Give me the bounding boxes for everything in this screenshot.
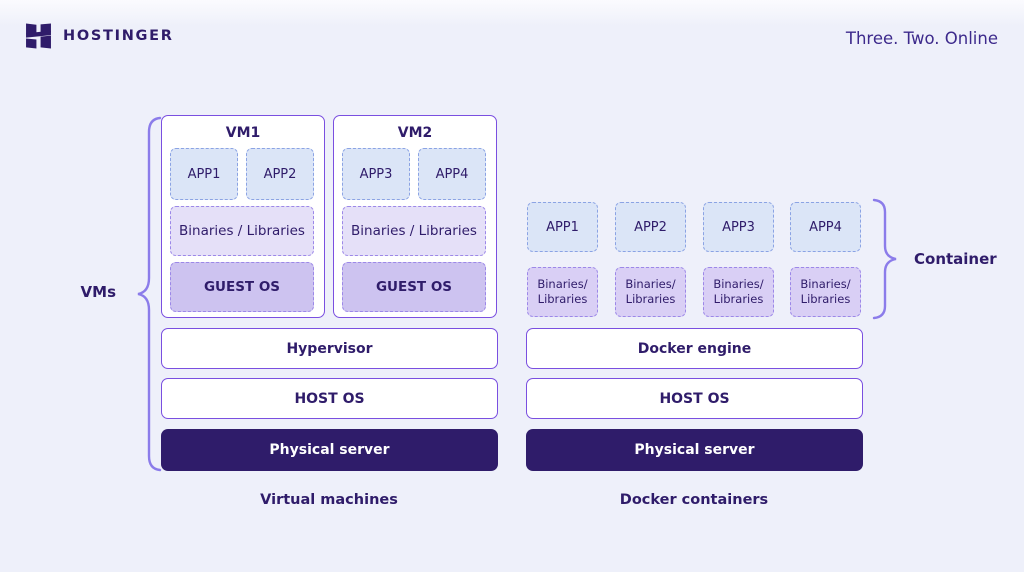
docker-app2-box: APP2: [615, 202, 686, 252]
virtual-machines-caption: Virtual machines: [260, 492, 398, 508]
binaries-line2: Libraries: [537, 292, 588, 306]
binaries-line1: Binaries/: [800, 277, 851, 292]
docker-binaries4-box: Binaries/ Libraries: [790, 267, 861, 317]
container-brace-icon: [872, 198, 897, 320]
docker-app3-box: APP3: [703, 202, 774, 252]
binaries-line1: Binaries/: [713, 277, 764, 292]
binaries-line1: Binaries/: [625, 277, 676, 292]
vm2-guest-os-box: GUEST OS: [342, 262, 486, 312]
docker-containers-caption: Docker containers: [619, 492, 769, 508]
container-label: Container: [914, 250, 997, 268]
docker-engine-bar: Docker engine: [526, 328, 863, 369]
vm2-app3-box: APP3: [342, 148, 410, 200]
docker-binaries2-box: Binaries/ Libraries: [615, 267, 686, 317]
vms-brace-icon: [137, 116, 162, 472]
vm1-app2-box: APP2: [246, 148, 314, 200]
vm-physical-server-bar: Physical server: [161, 429, 498, 471]
docker-physical-server-bar: Physical server: [526, 429, 863, 471]
vm-host-os-bar: HOST OS: [161, 378, 498, 419]
vm2-binaries-box: Binaries / Libraries: [342, 206, 486, 256]
hypervisor-bar: Hypervisor: [161, 328, 498, 369]
docker-app4-box: APP4: [790, 202, 861, 252]
brand-name: HOSTINGER: [63, 28, 174, 44]
binaries-line2: Libraries: [713, 292, 764, 306]
docker-host-os-bar: HOST OS: [526, 378, 863, 419]
vm1-guest-os-box: GUEST OS: [170, 262, 314, 312]
vm2-title: VM2: [397, 125, 433, 141]
vms-label: VMs: [80, 283, 116, 301]
tagline: Three. Two. Online: [845, 29, 998, 48]
binaries-line1: Binaries/: [537, 277, 588, 292]
binaries-line2: Libraries: [800, 292, 851, 306]
docker-binaries3-box: Binaries/ Libraries: [703, 267, 774, 317]
binaries-line2: Libraries: [625, 292, 676, 306]
vm2-box: VM2 APP3 APP4 Binaries / Libraries GUEST…: [333, 115, 497, 318]
docker-app1-box: APP1: [527, 202, 598, 252]
vm1-binaries-box: Binaries / Libraries: [170, 206, 314, 256]
docker-binaries1-box: Binaries/ Libraries: [527, 267, 598, 317]
hostinger-logo-icon: [26, 23, 51, 49]
hostinger-logo: HOSTINGER: [25, 22, 174, 50]
vm1-box: VM1 APP1 APP2 Binaries / Libraries GUEST…: [161, 115, 325, 318]
vm1-title: VM1: [225, 125, 261, 141]
vm2-app4-box: APP4: [418, 148, 486, 200]
vm1-app1-box: APP1: [170, 148, 238, 200]
